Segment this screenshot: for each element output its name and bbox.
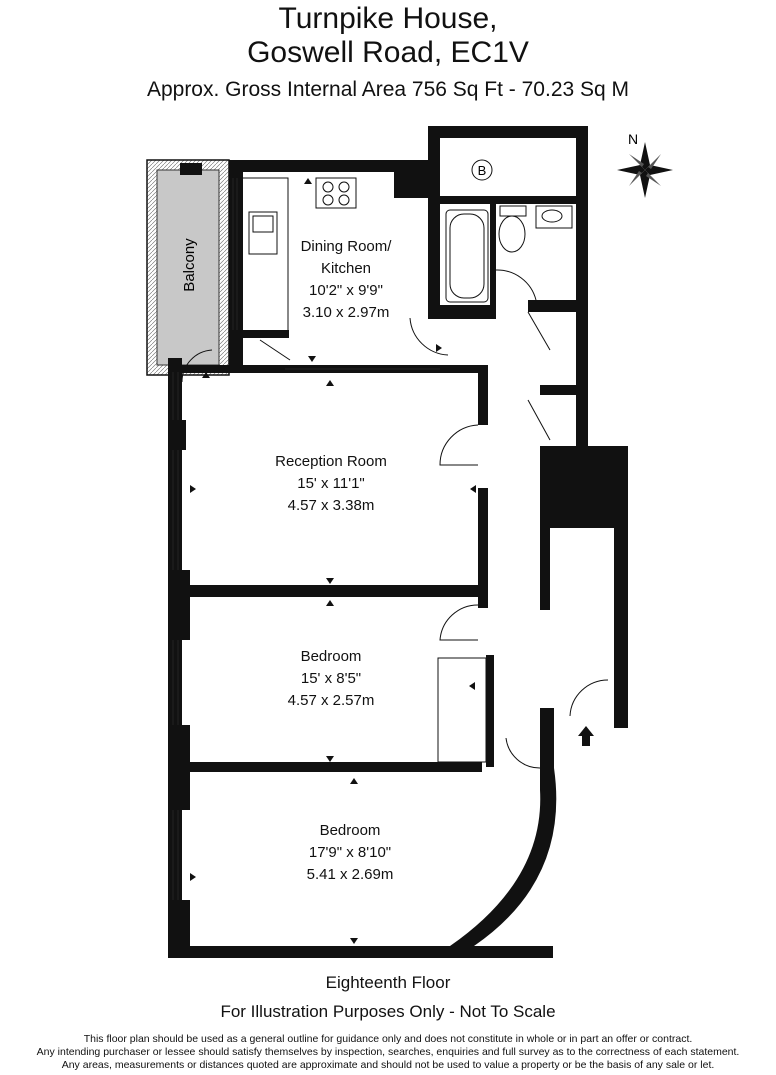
floor-label: Eighteenth Floor — [325, 973, 451, 992]
compass-icon — [617, 142, 673, 198]
wardrobe — [437, 657, 487, 763]
balcony-label: Balcony — [181, 238, 198, 292]
room-dining-kitchen: Dining Room/ Kitchen 10'2" x 9'9" 3.10 x… — [236, 236, 456, 324]
property-address: Goswell Road, EC1V — [247, 36, 529, 69]
kitchen-fixtures — [239, 177, 357, 334]
property-title: Turnpike House, — [278, 2, 498, 35]
entrance-arrow-icon — [578, 726, 594, 746]
scale-note: For Illustration Purposes Only - Not To … — [220, 1002, 556, 1021]
gross-internal-area: Approx. Gross Internal Area 756 Sq Ft - … — [146, 78, 630, 101]
bathroom-fixtures — [445, 159, 573, 303]
disclaimer-line: Any intending purchaser or lessee should… — [36, 1046, 740, 1058]
room-bedroom-2: Bedroom 17'9" x 8'10" 5.41 x 2.69m — [240, 820, 460, 886]
room-imperial: 15' x 8'5" — [300, 670, 362, 687]
room-metric: 4.57 x 3.38m — [287, 497, 375, 514]
room-imperial: 10'2" x 9'9" — [309, 282, 383, 299]
doors — [181, 269, 609, 769]
curved-wall — [450, 768, 557, 946]
room-name: Bedroom — [300, 648, 362, 665]
compass-north-label: N — [628, 131, 638, 147]
room-name: Reception Room — [275, 453, 387, 470]
room-imperial: 15' x 11'1" — [297, 475, 365, 492]
room-bedroom-1: Bedroom 15' x 8'5" 4.57 x 2.57m — [221, 646, 441, 712]
room-imperial: 17'9" x 8'10" — [308, 844, 392, 861]
room-reception: Reception Room 15' x 11'1" 4.57 x 3.38m — [221, 451, 441, 517]
disclaimer-line: Any areas, measurements or distances quo… — [61, 1059, 715, 1071]
room-metric: 5.41 x 2.69m — [306, 866, 394, 883]
room-metric: 4.57 x 2.57m — [287, 692, 375, 709]
room-metric: 3.10 x 2.97m — [302, 304, 390, 321]
disclaimer-line: This floor plan should be used as a gene… — [83, 1033, 693, 1045]
room-name: Bedroom — [319, 822, 381, 839]
windows — [172, 178, 440, 900]
dimension-markers — [190, 178, 476, 944]
room-name: Dining Room/ — [300, 238, 392, 255]
room-name: Kitchen — [320, 260, 372, 277]
boiler-label: B — [478, 163, 487, 178]
